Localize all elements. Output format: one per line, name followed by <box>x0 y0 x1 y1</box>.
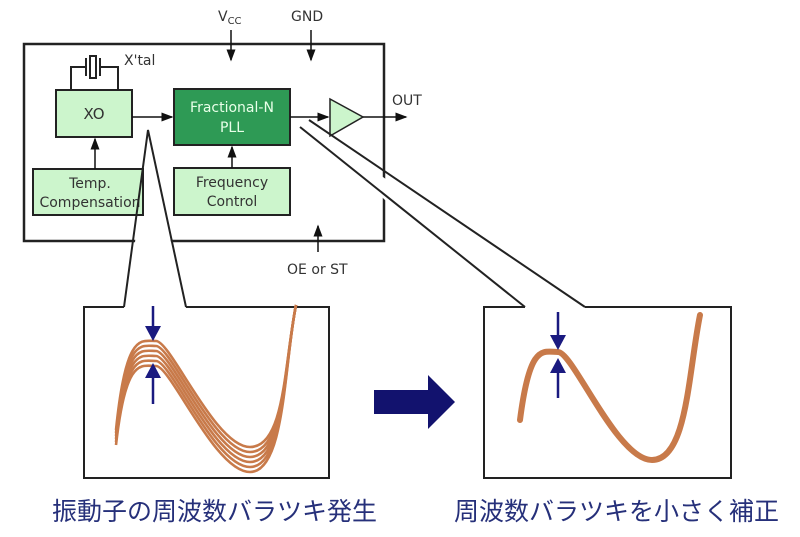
inset-after-box <box>483 306 732 479</box>
gnd-label: GND <box>291 9 323 25</box>
pll-label-line2: PLL <box>220 120 244 136</box>
callout-right <box>300 121 600 318</box>
vcc-label: VCC <box>218 9 242 27</box>
inset-before-box <box>83 306 330 479</box>
xo-block <box>55 89 133 138</box>
frequency-curve <box>517 312 703 464</box>
crystal-icon <box>70 55 119 90</box>
caption-after: 周波数バラツキを小さく補正 <box>454 497 779 526</box>
frequency-curves-after <box>517 312 703 464</box>
spread-indicator-after <box>550 312 566 398</box>
spread-indicator-before <box>145 306 161 404</box>
temp-compensation-block <box>32 168 144 216</box>
crystal-label: X'tal <box>124 53 155 69</box>
output-buffer-icon <box>329 97 365 138</box>
transition-arrow-icon <box>374 375 455 429</box>
temp-label-line2: Compensation <box>39 195 140 211</box>
xo-label: XO <box>83 105 104 123</box>
pll-block <box>173 88 291 146</box>
temp-label-line1: Temp. <box>68 176 111 192</box>
oe-label: OE or ST <box>287 262 348 278</box>
pll-label-line1: Fractional-N <box>190 100 274 116</box>
freq-label-line2: Control <box>207 194 258 210</box>
callout-left-lines <box>123 129 187 308</box>
callout-right-lines <box>299 119 586 308</box>
caption-before: 振動子の周波数バラツキ発生 <box>52 497 377 526</box>
freq-label-line1: Frequency <box>196 175 268 191</box>
out-label: OUT <box>392 93 422 109</box>
frequency-curves-before <box>114 304 298 474</box>
chip-outline <box>22 42 386 243</box>
frequency-curve <box>114 304 298 474</box>
